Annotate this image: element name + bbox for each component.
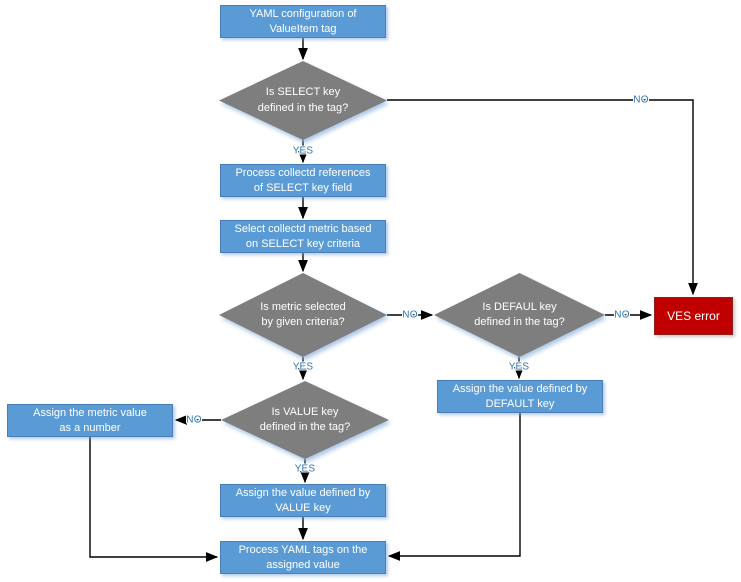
edge-label-no-default: NO [614, 309, 630, 321]
node-process-references-label: Process collectd references of SELECT ke… [235, 166, 371, 194]
node-assign-number-label: Assign the metric value as a number [33, 406, 147, 434]
edge-label-yes-value: YES [294, 463, 316, 475]
node-process-references: Process collectd references of SELECT ke… [220, 164, 386, 197]
node-start-label: YAML configuration of ValueItem tag [249, 7, 357, 35]
diamond-shape: Is DEFAUL key defined in the tag? [434, 273, 605, 357]
diamond-shape: Is SELECT key defined in the tag? [219, 61, 387, 140]
edge-label-no-value: NO [186, 414, 202, 426]
node-process-tags: Process YAML tags on the assigned value [220, 541, 386, 574]
node-decision-select-key-label: Is SELECT key defined in the tag? [257, 86, 349, 114]
node-decision-metric-selected: Is metric selected by given criteria? [219, 273, 387, 357]
arrow-number-to-processtags [89, 437, 219, 562]
edge-label-yes-default: YES [508, 361, 530, 373]
node-select-metric: Select collectd metric based on SELECT k… [220, 220, 386, 253]
node-start: YAML configuration of ValueItem tag [220, 5, 386, 38]
node-assign-value: Assign the value defined by VALUE key [220, 484, 386, 517]
node-ves-error: VES error [654, 297, 733, 335]
node-assign-default: Assign the value defined by DEFAULT key [437, 380, 603, 413]
node-decision-metric-selected-label: Is metric selected by given criteria? [260, 300, 346, 328]
node-assign-default-label: Assign the value defined by DEFAULT key [452, 382, 588, 410]
edge-label-yes-select: YES [292, 145, 314, 157]
arrow-assigndefault-to-processtags [387, 413, 521, 561]
node-assign-number: Assign the metric value as a number [7, 404, 173, 437]
node-ves-error-label: VES error [667, 308, 720, 323]
diamond-shape: Is metric selected by given criteria? [219, 273, 387, 357]
node-decision-default-key: Is DEFAUL key defined in the tag? [434, 273, 605, 357]
edge-label-no-select: NO [633, 94, 649, 106]
diamond-shape: Is VALUE key defined in the tag? [221, 381, 389, 459]
node-process-tags-label: Process YAML tags on the assigned value [238, 543, 368, 571]
node-assign-value-label: Assign the value defined by VALUE key [235, 486, 371, 514]
node-decision-default-key-label: Is DEFAUL key defined in the tag? [474, 300, 565, 328]
edge-label-yes-metric: YES [292, 361, 314, 373]
node-select-metric-label: Select collectd metric based on SELECT k… [234, 222, 372, 250]
edge-label-no-metric: NO [402, 309, 418, 321]
node-decision-value-key: Is VALUE key defined in the tag? [221, 381, 389, 459]
node-decision-select-key: Is SELECT key defined in the tag? [219, 61, 387, 140]
arrow-select-no-to-error [387, 99, 698, 296]
node-decision-value-key-label: Is VALUE key defined in the tag? [259, 405, 351, 433]
